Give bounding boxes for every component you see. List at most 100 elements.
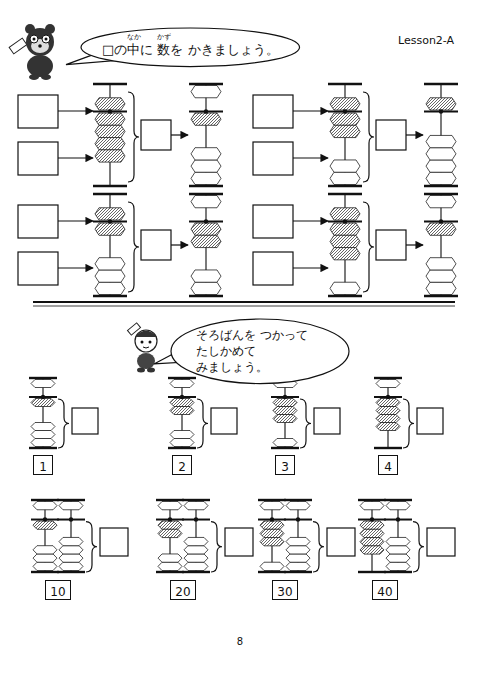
abacus-bead [191,196,221,208]
number-box: 30 [272,580,298,600]
abacus-bead [33,521,57,529]
number-label: 40 [377,583,392,601]
abacus-bead [184,554,208,562]
abacus-drawings [18,84,458,572]
abacus-bead [386,554,410,562]
abacus-frame [374,447,402,449]
arrow [171,134,188,135]
abacus-bead [95,223,125,235]
abacus-bead [426,270,456,282]
page-number: 8 [237,636,243,647]
abacus-bead [273,415,297,423]
abacus-frame [328,193,362,195]
abacus-frame [284,499,312,501]
abacus-bead [191,86,221,98]
abacus-bead [95,125,125,137]
exercise-group [253,84,458,186]
abacus-bead [191,282,221,294]
abacus-exercise [31,500,128,572]
abacus-bead [426,282,456,294]
abacus-bead [184,546,208,554]
furigana: かず [157,34,171,41]
abacus-frame [189,295,223,297]
abacus-dot [296,517,300,521]
answer-box [100,528,128,556]
number-box: 2 [172,455,192,475]
number-label: 4 [384,458,392,476]
abacus-frame [424,185,458,187]
abacus-bead [376,407,400,415]
bracket [128,92,139,182]
abacus-bead [260,502,284,510]
abacus-exercise [156,500,253,572]
arrow [293,157,328,158]
separator-line [33,306,455,307]
abacus-dot [43,517,47,521]
bubble-ellipse [81,28,300,67]
abacus-bead [95,98,125,110]
abacus-frame [328,295,362,297]
abacus-dot [194,517,198,521]
abacus-frame [57,499,85,501]
abacus-exercise [271,378,340,448]
abacus-bead [273,407,297,415]
abacus-dot [386,395,390,399]
abacus-exercise [29,378,98,448]
abacus-frame [182,499,210,501]
abacus-frame [258,499,286,501]
abacus-bead [260,521,284,529]
number-label: 2 [178,458,186,476]
abacus-bead [330,160,360,172]
number-box: 20 [170,580,196,600]
abacus-bead [386,537,410,545]
abacus-frame [284,571,312,573]
abacus-bead [286,562,310,570]
bracket [413,522,424,572]
abacus-dot [168,517,172,521]
abacus-bead [286,502,310,510]
abacus-bead [426,148,456,160]
abacus-bead [158,502,182,510]
answer-box [18,142,58,175]
abacus-bead [330,282,360,294]
abacus-bead [33,562,57,570]
abacus-bead [330,98,360,110]
abacus-dot [108,109,112,113]
abacus-bead [260,538,284,546]
abacus-frame [328,83,362,85]
abacus-bead [59,537,83,545]
abacus-frame [168,377,196,379]
bracket [197,399,208,448]
exercise-group [253,194,458,296]
answer-box [427,528,455,556]
abacus-bead [59,502,83,510]
abacus-bead [184,562,208,570]
abacus-frame [182,571,210,573]
abacus-dot [108,219,112,223]
abacus-bead [158,562,182,570]
abacus-dot [343,219,347,223]
answer-box [253,95,293,128]
bracket [86,522,97,572]
abacus-bead [31,399,55,407]
number-box: 1 [33,455,53,475]
abacus-exercise [168,378,237,448]
abacus-bead [184,537,208,545]
abacus-bead [360,529,384,537]
abacus-bead [273,399,297,407]
abacus-bead [95,258,125,270]
abacus-bead [330,235,360,247]
abacus-dot [439,219,443,223]
speech-bubble: □の中に 数を かきましょう。なかかず [80,27,301,68]
abacus-exercise [258,500,355,572]
bubble-text: □の中に 数を かきましょう。 [102,41,279,59]
abacus-frame [57,571,85,573]
abacus-bead [170,439,194,447]
abacus-bead [360,538,384,546]
abacus-dot [396,517,400,521]
abacus-bead [95,150,125,162]
abacus-bead [386,562,410,570]
abacus-bead [286,554,310,562]
arrow [58,110,93,111]
